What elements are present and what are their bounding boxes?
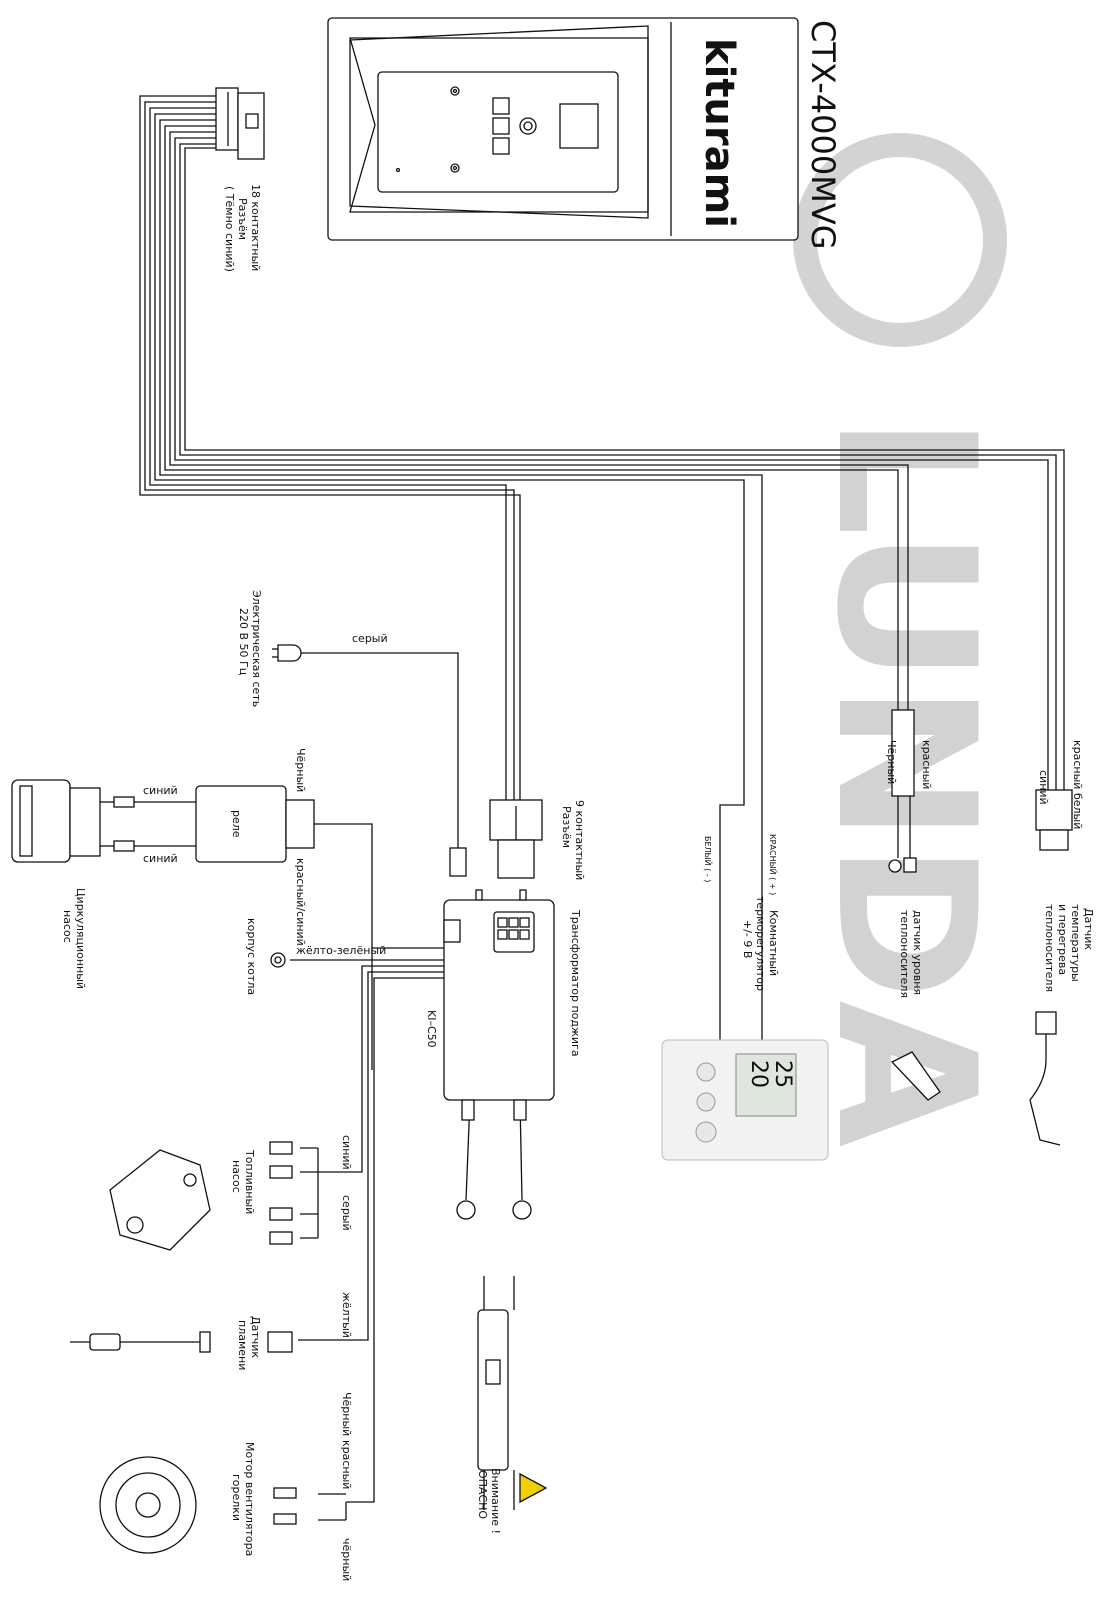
svg-text:температуры: температуры <box>1069 904 1082 982</box>
temperature-sensor: красный белый синий Датчик температуры и… <box>1029 740 1095 1146</box>
svg-text:синий: синий <box>340 1135 353 1170</box>
load-wires <box>298 947 444 1503</box>
mains-plug: серый Электрическая сеть 220 В 50 Гц <box>237 590 459 848</box>
svg-text:Топливный: Топливный <box>243 1149 256 1214</box>
room-thermostat: БЕЛЫЙ ( - ) КРАСНЫЙ ( + ) Комнатный терм… <box>661 834 829 1161</box>
level-sensor: Чёрный красный датчик уровня теплоносите… <box>885 709 941 1101</box>
svg-text:ОПАСНО: ОПАСНО <box>476 1470 489 1519</box>
svg-text:теплоносителя: теплоносителя <box>1043 904 1056 992</box>
svg-text:терморегулятор: терморегулятор <box>754 896 767 991</box>
svg-text:жёлтый: жёлтый <box>340 1292 353 1338</box>
thermostat-display-top: 20 <box>746 1060 771 1088</box>
svg-text:датчик уровня: датчик уровня <box>911 910 924 995</box>
harness-wires <box>139 95 1065 1040</box>
relay: реле Чёрный красный/синий синий синий <box>113 748 373 1070</box>
svg-text:Электрическая сеть: Электрическая сеть <box>250 590 263 707</box>
fuel-pump: синий серый Топливный насос <box>109 1135 353 1251</box>
svg-text:насос: насос <box>230 1160 243 1193</box>
svg-text:KI–C50: KI–C50 <box>425 1010 438 1048</box>
connector-18pin: 18 контактный Разъём ( Тёмно синий) <box>215 87 265 272</box>
svg-text:КРАСНЫЙ ( + ): КРАСНЫЙ ( + ) <box>768 834 779 895</box>
svg-text:+/- 9 В: +/- 9 В <box>741 920 754 958</box>
svg-text:Внимание !: Внимание ! <box>489 1468 502 1534</box>
svg-text:синий: синий <box>143 784 178 797</box>
svg-text:и перегрева: и перегрева <box>1056 904 1069 975</box>
ignition-electrodes <box>477 1276 515 1510</box>
fan-motor: красный чёрный Мотор вентилятора горелки <box>99 1440 353 1581</box>
brand-logo: kiturami <box>696 38 742 228</box>
svg-text:синий: синий <box>143 852 178 865</box>
svg-text:реле: реле <box>230 810 243 838</box>
thermostat-display-bottom: 25 <box>770 1060 795 1088</box>
svg-text:пламени: пламени <box>236 1320 249 1370</box>
flame-sensor: жёлтый Чёрный Датчик пламени <box>70 1292 353 1436</box>
svg-text:Разъём: Разъём <box>560 806 573 848</box>
svg-text:чёрный: чёрный <box>340 1538 353 1581</box>
svg-text:красный: красный <box>920 740 933 789</box>
svg-text:Мотор вентилятора: Мотор вентилятора <box>243 1442 256 1556</box>
svg-text:Циркуляционный: Циркуляционный <box>74 888 87 989</box>
svg-text:насос: насос <box>61 910 74 943</box>
svg-text:Разъём: Разъём <box>236 198 249 240</box>
svg-text:Чёрный: Чёрный <box>340 1392 353 1436</box>
svg-text:серый: серый <box>352 632 388 645</box>
svg-text:( Тёмно синий): ( Тёмно синий) <box>223 186 236 272</box>
circulation-pump: Циркуляционный насос <box>11 779 114 989</box>
svg-text:Трансформатор поджига: Трансформатор поджига <box>569 909 582 1057</box>
svg-text:жёлто-зелёный: жёлто-зелёный <box>296 944 386 957</box>
svg-text:Комнатный: Комнатный <box>767 910 780 976</box>
controller-unit: kiturami CTX-4000MVG <box>327 17 842 250</box>
model-title: CTX-4000MVG <box>804 20 842 250</box>
ignition-transformer: Трансформатор поджига KI–C50 <box>425 889 582 1220</box>
svg-text:горелки: горелки <box>230 1474 243 1521</box>
svg-text:220 В 50 Гц: 220 В 50 Гц <box>237 608 250 675</box>
warning-sign: Внимание ! ОПАСНО <box>476 1468 548 1534</box>
svg-text:красный/синий: красный/синий <box>294 858 307 946</box>
svg-text:корпус котла: корпус котла <box>245 918 258 995</box>
svg-text:18 контактный: 18 контактный <box>249 184 262 271</box>
svg-text:серый: серый <box>340 1195 353 1231</box>
svg-text:Датчик: Датчик <box>1082 908 1095 950</box>
svg-text:Чёрный: Чёрный <box>294 748 307 792</box>
svg-text:БЕЛЫЙ ( - ): БЕЛЫЙ ( - ) <box>703 836 714 882</box>
svg-text:9 контактный: 9 контактный <box>573 800 586 880</box>
svg-text:красный: красный <box>340 1440 353 1489</box>
svg-text:красный белый: красный белый <box>1071 740 1084 829</box>
lunda-watermark: LUNDA <box>793 133 1016 1147</box>
mains-connector <box>449 847 467 877</box>
svg-text:теплоносителя: теплоносителя <box>898 910 911 998</box>
svg-text:синий: синий <box>1037 770 1050 805</box>
svg-text:Чёрный: Чёрный <box>885 740 898 784</box>
connector-9pin: 9 контактный Разъём <box>489 799 586 880</box>
svg-text:Датчик: Датчик <box>249 1316 262 1358</box>
ground-wire: жёлто-зелёный корпус котла <box>245 918 444 995</box>
